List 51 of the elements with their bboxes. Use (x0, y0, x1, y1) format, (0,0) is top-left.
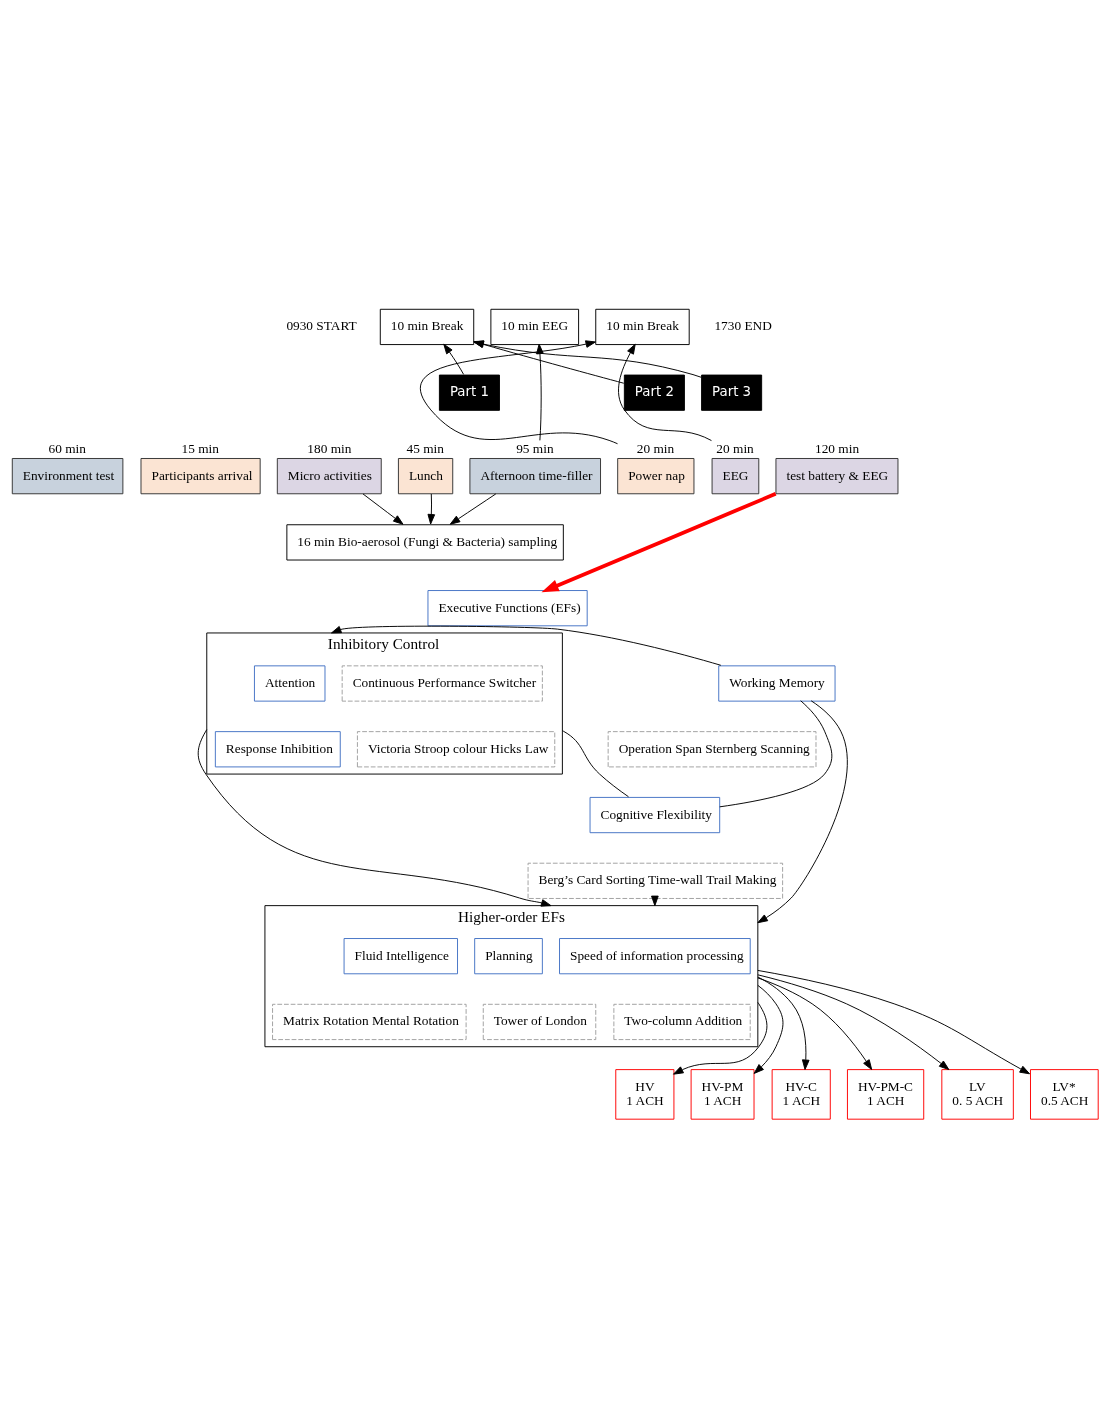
connector (719, 700, 833, 808)
node-label: 60 min (48, 440, 86, 456)
node-box: Matrix Rotation Mental Rotation (272, 1003, 467, 1041)
label: 1730 END (714, 317, 772, 333)
arrow (618, 343, 712, 442)
node-label: 20 min (636, 440, 675, 456)
node-box: Fluid Intelligence (343, 938, 458, 975)
node-box: Victoria Stroop colour Hicks Law (356, 731, 556, 768)
node-box: Continuous Performance Switcher (341, 665, 543, 702)
arrow (757, 974, 950, 1071)
node-label: 95 min (516, 440, 554, 456)
arrow (427, 493, 436, 525)
node-box: Two-column Addition (613, 1003, 751, 1041)
arrow (753, 984, 784, 1074)
node-box: Cognitive Flexibility (589, 796, 721, 834)
arrow (757, 977, 873, 1070)
node-box: Attention (253, 665, 326, 702)
arrow (331, 625, 722, 666)
node-box: Executive Functions (EFs) (427, 590, 588, 627)
arrow (449, 493, 497, 525)
node-box: 10 min Break (595, 308, 690, 346)
node-box: 10 min EEG (490, 308, 580, 346)
arrow (757, 976, 810, 1070)
node-label: 20 min (716, 440, 754, 456)
node-label: 180 min (307, 440, 352, 456)
arrow (362, 493, 404, 525)
node-box: HV-PM 1 ACH (690, 1069, 755, 1120)
node-box: HV 1 ACH (615, 1069, 675, 1120)
node-box: Tower of London (482, 1003, 597, 1041)
arrow (541, 492, 777, 593)
arrow (757, 969, 1031, 1075)
node-box: 16 min Bio-aerosol (Fungi & Bacteria) sampling (286, 524, 564, 561)
arrow (443, 343, 465, 375)
node-label: 45 min (406, 440, 444, 456)
node-box: LV* 0.5 ACH (1030, 1069, 1099, 1120)
node-box: HV-C 1 ACH (771, 1069, 831, 1120)
node-box: Operation Span Sternberg Scanning (607, 731, 817, 768)
arrow (673, 1001, 768, 1075)
node-label: 120 min (815, 440, 860, 456)
node-label: 15 min (181, 440, 219, 456)
connector (561, 730, 629, 798)
label: 0930 START (286, 317, 357, 333)
node-box: HV-PM-C 1 ACH (846, 1069, 925, 1120)
node-box: Working Memory (718, 665, 836, 702)
arrow (197, 729, 552, 907)
node-box: Response Inhibition (214, 731, 341, 768)
node-box: 10 min Break (379, 308, 475, 346)
arrow (757, 700, 848, 924)
node-box: Speed of information processing (559, 938, 751, 975)
node-box: LV 0. 5 ACH (941, 1069, 1014, 1120)
node-box: Planning (474, 938, 543, 975)
